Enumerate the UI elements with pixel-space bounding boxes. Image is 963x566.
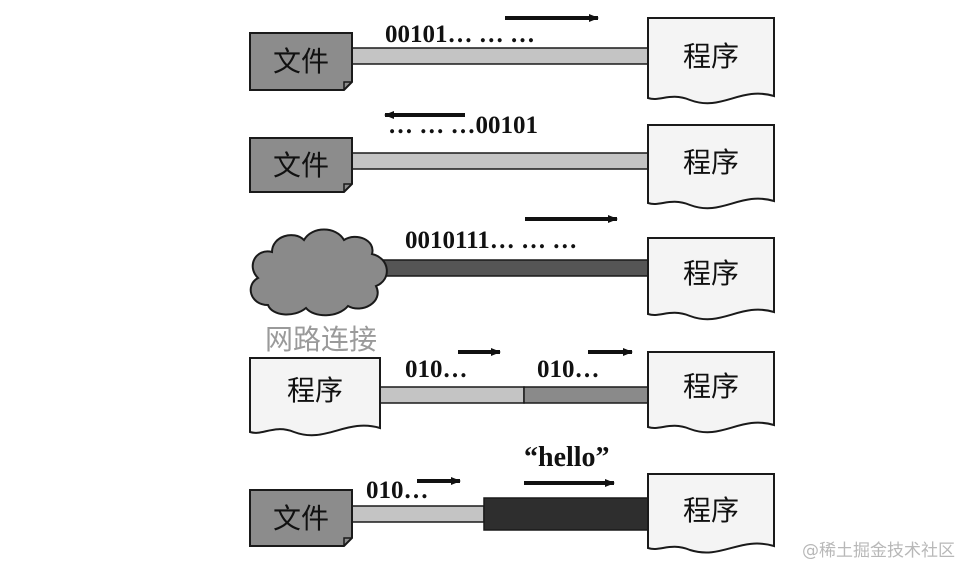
- pipe-4b: [523, 386, 649, 404]
- file-icon: [249, 137, 353, 193]
- pipe-3: [374, 259, 649, 277]
- program-label: 程序: [683, 494, 739, 527]
- row-2: 文件 程序 … … …00101: [249, 111, 775, 210]
- file-icon: [249, 489, 353, 547]
- cloud-icon: [249, 228, 388, 317]
- bit-stream: 0010111… … …: [405, 227, 577, 254]
- row-1: 文件 程序 00101… … …: [249, 14, 775, 105]
- pipe-4a: [379, 386, 525, 404]
- pipe-5b: [483, 497, 649, 531]
- file-label: 文件: [273, 502, 329, 535]
- bit-stream: 010…: [405, 356, 468, 383]
- program-document-icon: [647, 237, 775, 321]
- bit-stream: 00101… … …: [385, 21, 535, 48]
- program-document-icon: [647, 124, 775, 210]
- network-label: 网路连接: [265, 323, 377, 356]
- program-label: 程序: [683, 370, 739, 403]
- pipe-1: [351, 47, 649, 65]
- watermark: @稀土掘金技术社区: [802, 541, 955, 561]
- hello-message: “hello”: [524, 442, 610, 473]
- program-label: 程序: [683, 257, 739, 290]
- program-document-icon: [249, 357, 381, 437]
- program-document-icon: [647, 473, 775, 554]
- program-label: 程序: [683, 146, 739, 179]
- row-4: 程序 程序 010… 010…: [249, 348, 775, 437]
- pipe-5a: [351, 505, 485, 523]
- row-3: 网路连接 程序 0010111… … …: [249, 215, 775, 356]
- file-label: 文件: [273, 45, 329, 78]
- bit-stream: 010…: [537, 356, 600, 383]
- file-label: 文件: [273, 149, 329, 182]
- program-label: 程序: [683, 40, 739, 73]
- program-label: 程序: [287, 374, 343, 407]
- pipe-2: [351, 152, 649, 170]
- program-document-icon: [647, 351, 775, 434]
- file-icon: [249, 32, 353, 91]
- program-document-icon: [647, 17, 775, 105]
- row-5: 文件 程序 010… “hello”: [249, 442, 775, 554]
